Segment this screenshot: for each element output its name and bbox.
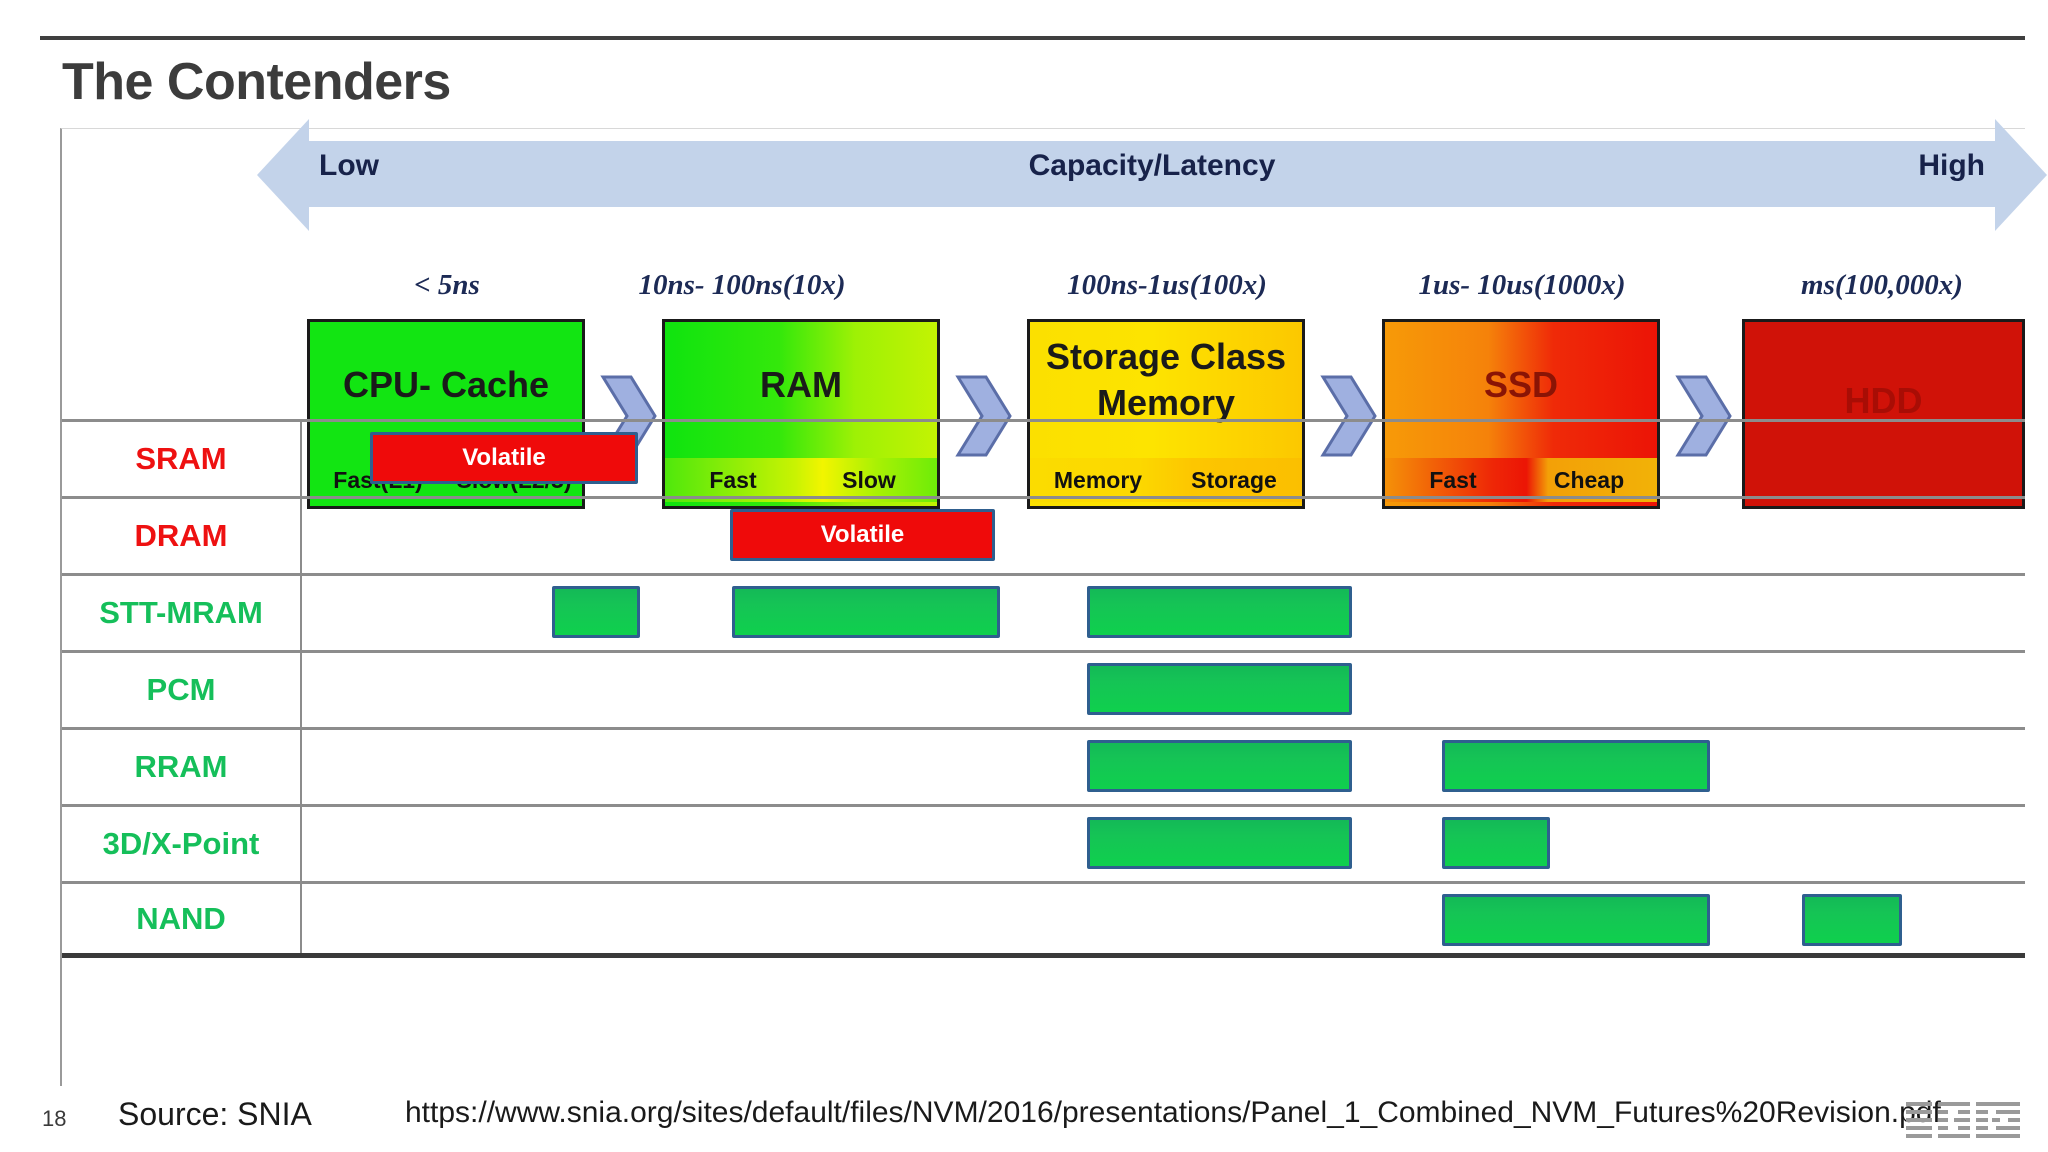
axis-label-low: Low (319, 149, 379, 182)
axis-label-high: High (1918, 149, 1985, 182)
row-cells-3d-xpoint (300, 807, 2025, 881)
table-row: SRAM Volatile (62, 419, 2025, 496)
tier-latency-cpu-cache: < 5ns (414, 269, 480, 301)
bar-pcm-scm[interactable] (1087, 663, 1352, 715)
ibm-logo-icon (1906, 1100, 2024, 1142)
row-label-dram: DRAM (134, 518, 228, 553)
bar-3d-xpoint-ssd[interactable] (1442, 817, 1550, 869)
table-row: RRAM (62, 727, 2025, 804)
row-label-stt-mram: STT-MRAM (99, 595, 263, 630)
row-cells-rram (300, 730, 2025, 804)
bar-nand-hdd[interactable] (1802, 894, 1902, 946)
row-divider (300, 884, 302, 953)
tier-box-ram[interactable]: RAM Fast Slow (662, 319, 940, 509)
row-cells-sram: Volatile (300, 422, 2025, 496)
tier-foot-ram: Fast Slow (665, 458, 937, 502)
tier-foot-left-ssd: Fast (1429, 467, 1477, 493)
chevron-right-icon-4 (1672, 373, 1734, 459)
bar-label: Volatile (462, 444, 546, 471)
slide-footer: 18 Source: SNIA https://www.snia.org/sit… (0, 1090, 2048, 1152)
tier-title-ram: RAM (760, 364, 842, 405)
bar-nand-ssd[interactable] (1442, 894, 1710, 946)
row-divider (300, 499, 302, 573)
chevron-right-icon-3 (1317, 373, 1379, 459)
bar-3d-xpoint-scm[interactable] (1087, 817, 1352, 869)
row-label-pcm: PCM (146, 672, 216, 707)
tier-foot-storage-class-memory: Memory Storage (1030, 458, 1302, 502)
table-row: 3D/X-Point (62, 804, 2025, 881)
tier-box-ssd[interactable]: SSD Fast Cheap (1382, 319, 1660, 509)
row-divider (300, 576, 302, 650)
chevron-right-icon-2 (952, 373, 1014, 459)
table-row: STT-MRAM (62, 573, 2025, 650)
table-row: NAND (62, 881, 2025, 958)
page-number: 18 (42, 1106, 67, 1131)
tier-foot-left-storage-class-memory: Memory (1053, 467, 1143, 493)
title-rule (40, 36, 2025, 40)
tier-box-hdd[interactable]: HDD (1742, 319, 2025, 509)
axis-label-center: Capacity/Latency (1028, 149, 1276, 182)
source-label: Source: SNIA (118, 1096, 312, 1132)
row-divider (300, 730, 302, 804)
tier-latency-ssd: 1us- 10us(1000x) (1418, 269, 1626, 301)
bar-stt-mram-ram[interactable] (732, 586, 1000, 638)
bar-rram-scm[interactable] (1087, 740, 1352, 792)
tier-title-storage-class-memory-line2: Memory (1096, 382, 1236, 423)
source-url: https://www.snia.org/sites/default/files… (405, 1096, 1941, 1129)
row-label-sram: SRAM (135, 441, 227, 476)
bar-rram-ssd[interactable] (1442, 740, 1710, 792)
tier-latency-storage-class-memory: 100ns-1us(100x) (1067, 269, 1267, 301)
page-title: The Contenders (62, 53, 451, 111)
content-panel: Low Capacity/Latency High < 5ns 10ns- 10… (60, 119, 2047, 1086)
table-row: DRAM Volatile (62, 496, 2025, 573)
tier-title-ssd: SSD (1483, 364, 1559, 405)
row-label-nand: NAND (136, 900, 226, 936)
row-divider (300, 807, 302, 881)
row-cells-stt-mram (300, 576, 2025, 650)
tier-foot-right-storage-class-memory: Storage (1191, 467, 1277, 493)
tier-latency-hdd: ms(100,000x) (1801, 269, 1963, 301)
tier-foot-right-ssd: Cheap (1553, 467, 1625, 493)
row-divider (300, 422, 302, 496)
row-label-3d-xpoint: 3D/X-Point (102, 826, 260, 861)
row-divider (300, 653, 302, 727)
tier-title-cpu-cache: CPU- Cache (342, 364, 550, 405)
row-cells-nand (300, 884, 2025, 953)
capacity-latency-axis: Low Capacity/Latency High (257, 119, 2047, 231)
row-cells-dram: Volatile (300, 499, 2025, 573)
row-cells-pcm (300, 653, 2025, 727)
tier-foot-ssd: Fast Cheap (1385, 458, 1657, 502)
tier-box-storage-class-memory[interactable]: Storage Class Memory Memory Storage (1027, 319, 1305, 509)
bar-dram-ram[interactable]: Volatile (730, 509, 995, 561)
bar-sram-cpu-cache[interactable]: Volatile (370, 432, 638, 484)
bar-label: Volatile (820, 521, 905, 548)
tier-foot-right-ram: Slow (842, 467, 896, 493)
bar-stt-mram-scm[interactable] (1087, 586, 1352, 638)
tier-foot-left-ram: Fast (709, 467, 757, 493)
tier-title-hdd: HDD (1844, 380, 1923, 421)
table-row: PCM (62, 650, 2025, 727)
tier-latency-ram: 10ns- 100ns(10x) (638, 269, 846, 301)
row-label-rram: RRAM (134, 749, 228, 784)
axis-bar (297, 141, 2007, 207)
bar-stt-mram-cpu-cache[interactable] (552, 586, 640, 638)
tier-title-storage-class-memory-line1: Storage Class (1045, 336, 1287, 377)
